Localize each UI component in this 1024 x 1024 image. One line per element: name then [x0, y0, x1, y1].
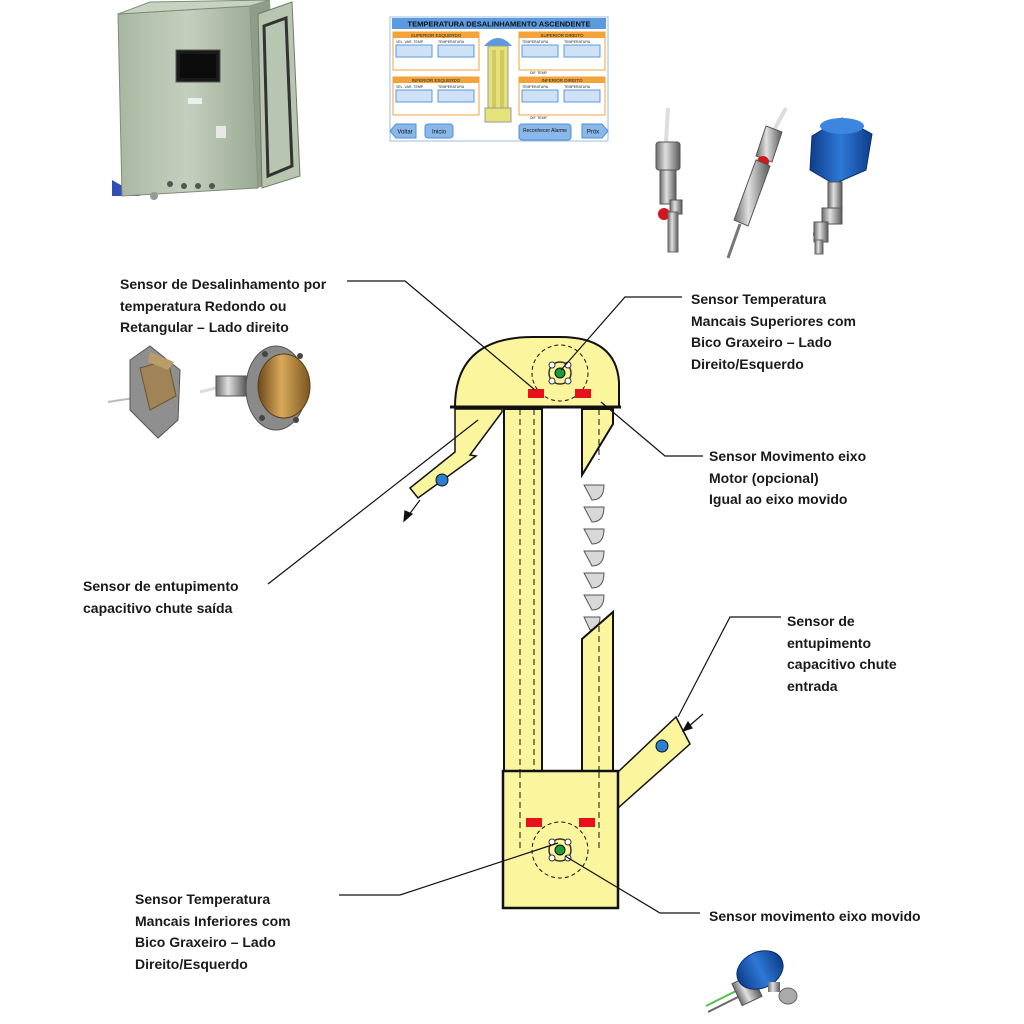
dif-label-top: DIF. TEMP. — [530, 71, 548, 75]
label-temp-inferiores-line-4: Direito/Esquerdo — [135, 955, 248, 972]
inicio-button[interactable]: Inicio — [424, 123, 454, 139]
label-entupimento-entrada-line-2: entupimento — [787, 634, 871, 651]
buckets — [583, 484, 605, 631]
section-2-col1: TEMPERATURA — [522, 40, 549, 44]
label-desalinhamento-line-2: temperatura Redondo ou — [120, 297, 287, 314]
section-4-header: INFERIOR DIREITO — [542, 78, 583, 83]
bucket-elevator — [403, 336, 704, 910]
label-desalinhamento-line-3: Retangular – Lado direito — [120, 319, 289, 335]
misalignment-sensors-photo — [107, 345, 311, 439]
section-3-col2: TEMPERATURA — [438, 85, 465, 89]
voltar-button-label: Voltar — [397, 130, 412, 136]
label-entupimento-entrada-line-1: Sensor de — [787, 613, 855, 629]
label-entupimento-saida: Sensor de entupimento capacitivo chute s… — [83, 576, 239, 619]
inicio-button-label: Inicio — [432, 130, 447, 136]
label-movimento-motor-line-2: Motor (opcional) — [709, 469, 819, 486]
reconhecer-alarme-button[interactable]: Reconhecer Alarme — [518, 123, 572, 141]
section-4-col2: TEMPERATURA — [564, 85, 591, 89]
label-entupimento-entrada: Sensor de entupimento capacitivo chute e… — [787, 611, 897, 697]
monitoring-panel: TEMPERATURA DESALINHAMENTO ASCENDENTE SU… — [389, 16, 609, 142]
label-entupimento-entrada-line-4: entrada — [787, 677, 838, 694]
leader-lines — [267, 280, 781, 914]
label-temp-inferiores-line-1: Sensor Temperatura — [135, 891, 271, 907]
label-movimento-movido: Sensor movimento eixo movido — [709, 906, 921, 928]
head-bearing-sensor-icon — [548, 361, 572, 385]
prox-button-label: Próx — [587, 130, 599, 136]
label-desalinhamento-line-1: Sensor de Desalinhamento por — [120, 276, 327, 292]
label-movimento-movido-line-1: Sensor movimento eixo movido — [709, 908, 921, 924]
label-entupimento-saida-line-2: capacitivo chute saída — [83, 599, 233, 616]
misalignment-sensor-right — [575, 389, 591, 398]
clog-sensor-inlet — [655, 739, 669, 753]
panel-elevator-icon — [484, 38, 512, 123]
label-temp-superiores-line-1: Sensor Temperatura — [691, 291, 827, 307]
temperature-sensors-photo — [655, 107, 873, 259]
cabinet-photo — [112, 0, 301, 200]
label-temp-superiores-line-4: Direito/Esquerdo — [691, 355, 804, 372]
section-2-header: SUPERIOR DIREITO — [541, 33, 584, 38]
section-3-col1: VEL. VAR. TEMP. — [396, 85, 424, 89]
label-temp-inferiores-line-3: Bico Graxeiro – Lado — [135, 934, 276, 950]
label-movimento-motor: Sensor Movimento eixo Motor (opcional) I… — [709, 446, 866, 511]
label-temp-inferiores-line-2: Mancais Inferiores com — [135, 912, 291, 929]
label-temp-superiores-line-3: Bico Graxeiro – Lado — [691, 334, 832, 350]
section-4-col1: TEMPERATURA — [522, 85, 549, 89]
misalignment-sensor-left — [528, 389, 544, 398]
prox-button[interactable]: Próx — [581, 123, 609, 139]
clog-sensor-outlet — [435, 473, 449, 487]
label-entupimento-entrada-line-3: capacitivo chute — [787, 656, 897, 672]
motion-sensor-photo — [705, 950, 798, 1013]
label-temp-superiores: Sensor Temperatura Mancais Superiores co… — [691, 289, 856, 375]
label-movimento-motor-line-3: Igual ao eixo movido — [709, 491, 848, 507]
section-1-header: SUPERIOR ESQUERDO — [411, 33, 462, 38]
voltar-button[interactable]: Voltar — [389, 123, 417, 139]
label-temp-inferiores: Sensor Temperatura Mancais Inferiores co… — [135, 889, 291, 975]
section-3-header: INFERIOR ESQUERDO — [412, 78, 461, 83]
flow-arrows — [403, 499, 704, 733]
label-temp-superiores-line-2: Mancais Superiores com — [691, 312, 856, 329]
section-2-col2: TEMPERATURA — [564, 40, 591, 44]
label-movimento-motor-line-1: Sensor Movimento eixo — [709, 448, 867, 464]
reconhecer-button-label: Reconhecer Alarme — [523, 128, 567, 134]
boot-bearing-sensor-icon — [548, 838, 572, 862]
section-1-col2: TEMPERATURA — [438, 40, 465, 44]
boot-sensor-right — [579, 818, 595, 827]
label-entupimento-saida-line-1: Sensor de entupimento — [83, 578, 239, 594]
section-1-col1: VEL. VAR. TEMP. — [396, 40, 424, 44]
panel-title: TEMPERATURA DESALINHAMENTO ASCENDENTE — [408, 20, 591, 29]
boot-sensor-left — [526, 818, 542, 827]
dif-label-bottom: DIF. TEMP. — [530, 116, 548, 120]
label-desalinhamento: Sensor de Desalinhamento por temperatura… — [120, 274, 326, 339]
